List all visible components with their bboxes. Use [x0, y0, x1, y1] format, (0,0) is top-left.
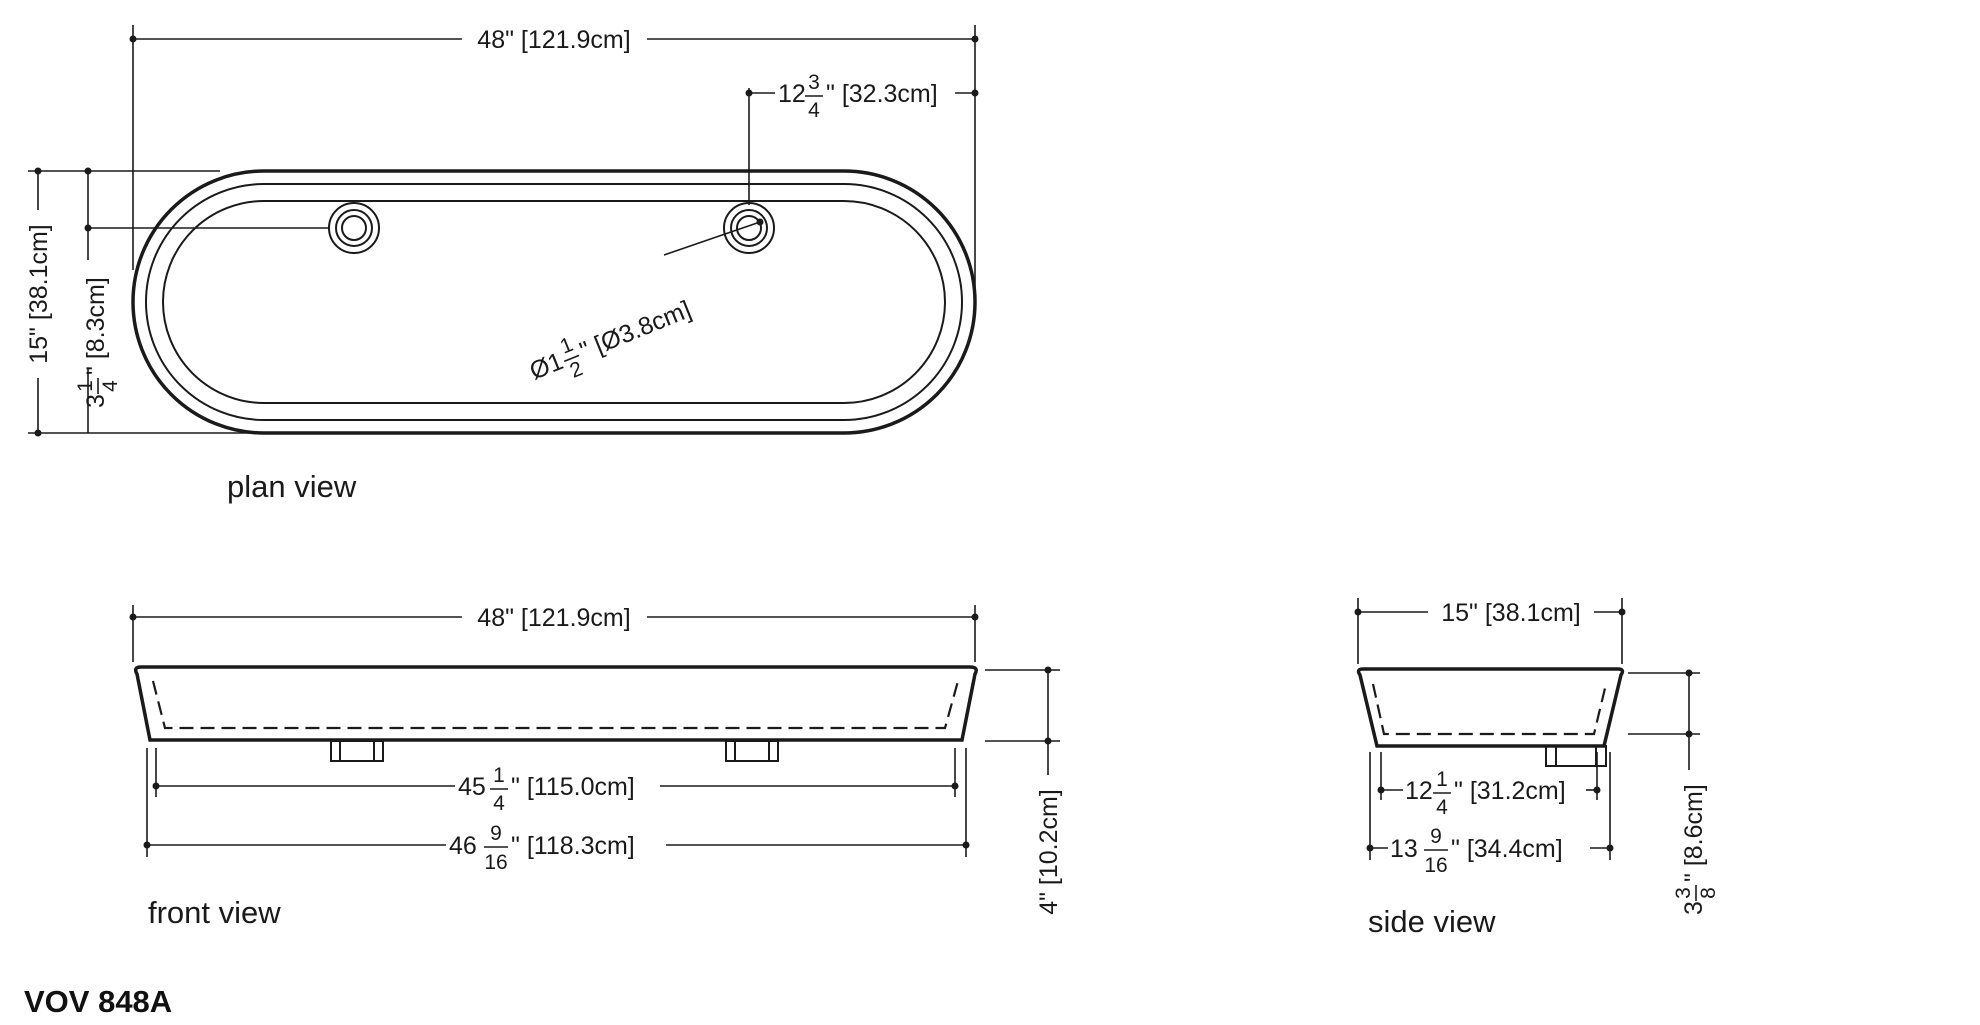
- side-base-whole: 13: [1390, 835, 1418, 863]
- front-view-label: front view: [148, 895, 281, 930]
- front-basin-outline: [133, 665, 978, 742]
- plan-width-dimension: 48" [121.9cm]: [129, 25, 979, 300]
- drain-inset-dimension: 3 1 4 " [8.3cm]: [74, 167, 329, 433]
- plan-depth-dimension: 15" [38.1cm]: [25, 167, 250, 437]
- side-inner-dimension: 12 1 4 " [31.2cm]: [1377, 752, 1601, 819]
- side-inner-text: " [31.2cm]: [1454, 777, 1566, 805]
- front-inner-dimension: 45 1 4 " [115.0cm]: [152, 748, 959, 815]
- side-base-denominator: 16: [1424, 854, 1447, 877]
- drain-offset-text: " [32.3cm]: [826, 80, 938, 108]
- side-height-denominator: 8: [1697, 887, 1720, 899]
- drain-diameter-denominator: 2: [567, 357, 586, 383]
- front-base-denominator: 16: [484, 851, 507, 874]
- front-height-dimension: 4" [10.2cm]: [985, 666, 1063, 915]
- side-inner-whole: 12: [1405, 777, 1433, 805]
- side-width-text: 15" [38.1cm]: [1441, 599, 1581, 627]
- basin-rim-line: [145, 183, 963, 421]
- drain-inset-text: " [8.3cm]: [82, 277, 110, 375]
- plan-width-text: 48" [121.9cm]: [477, 26, 630, 54]
- side-base-dimension: 13 9 16 " [34.4cm]: [1366, 752, 1614, 877]
- front-inner-denominator: 4: [493, 792, 505, 815]
- side-width-dimension: 15" [38.1cm]: [1354, 598, 1626, 664]
- front-height-text: 4" [10.2cm]: [1035, 789, 1063, 915]
- side-height-whole: 3: [1680, 901, 1708, 915]
- front-base-numerator: 9: [490, 822, 502, 845]
- drain-diameter-dimension: Ø1 1 2 " [Ø3.8cm]: [526, 218, 764, 386]
- basin-inner-bowl: [162, 200, 946, 404]
- front-basin-inner-dashed: [151, 680, 960, 730]
- drain-inset-denominator: 4: [99, 380, 122, 392]
- drain-hole-left: [328, 202, 380, 254]
- drain-offset-denominator: 4: [808, 99, 820, 122]
- side-base-numerator: 9: [1430, 825, 1442, 848]
- front-base-whole: 46: [449, 832, 477, 860]
- side-height-dimension: 3 3 8 " [8.6cm]: [1628, 669, 1720, 915]
- front-base-dimension: 46 9 16 " [118.3cm]: [143, 748, 970, 874]
- front-drain-right: [725, 740, 779, 762]
- front-drain-left: [330, 740, 384, 762]
- plan-depth-text: 15" [38.1cm]: [25, 224, 53, 364]
- front-width-dimension: 48" [121.9cm]: [129, 604, 979, 662]
- plan-view: 48" [121.9cm] 12 3 4 " [32.3cm] 15" [38.…: [25, 25, 979, 504]
- front-base-text: " [118.3cm]: [511, 832, 635, 860]
- drain-offset-dimension: 12 3 4 " [32.3cm]: [745, 71, 979, 205]
- front-width-text: 48" [121.9cm]: [477, 604, 630, 632]
- front-inner-text: " [115.0cm]: [511, 773, 635, 801]
- drain-diameter-text: " [Ø3.8cm]: [576, 295, 695, 365]
- side-view-label: side view: [1368, 904, 1496, 939]
- basin-outer-outline: [131, 169, 977, 435]
- front-inner-numerator: 1: [493, 764, 505, 787]
- side-drain: [1545, 745, 1607, 767]
- side-inner-denominator: 4: [1436, 796, 1448, 819]
- drain-inset-numerator: 1: [74, 380, 97, 392]
- drain-offset-numerator: 3: [808, 71, 820, 94]
- side-basin-inner-dashed: [1371, 683, 1608, 736]
- side-basin-outline: [1356, 667, 1625, 748]
- front-inner-whole: 45: [458, 773, 486, 801]
- model-number: VOV 848A: [24, 984, 172, 1019]
- front-view: 48" [121.9cm] 45 1 4 " [115.0cm] 46 9: [129, 604, 1063, 930]
- side-height-text: " [8.6cm]: [1680, 784, 1708, 882]
- side-inner-numerator: 1: [1436, 768, 1448, 791]
- side-base-text: " [34.4cm]: [1451, 835, 1563, 863]
- drain-hole-right: [723, 202, 775, 254]
- side-view: 15" [38.1cm] 12 1 4 " [31.2cm] 13 9: [1354, 598, 1720, 939]
- plan-view-label: plan view: [227, 469, 357, 504]
- drain-offset-whole: 12: [778, 80, 806, 108]
- drain-inset-whole: 3: [82, 394, 110, 408]
- side-height-numerator: 3: [1672, 887, 1695, 899]
- drain-diameter-prefix: Ø1: [526, 347, 567, 385]
